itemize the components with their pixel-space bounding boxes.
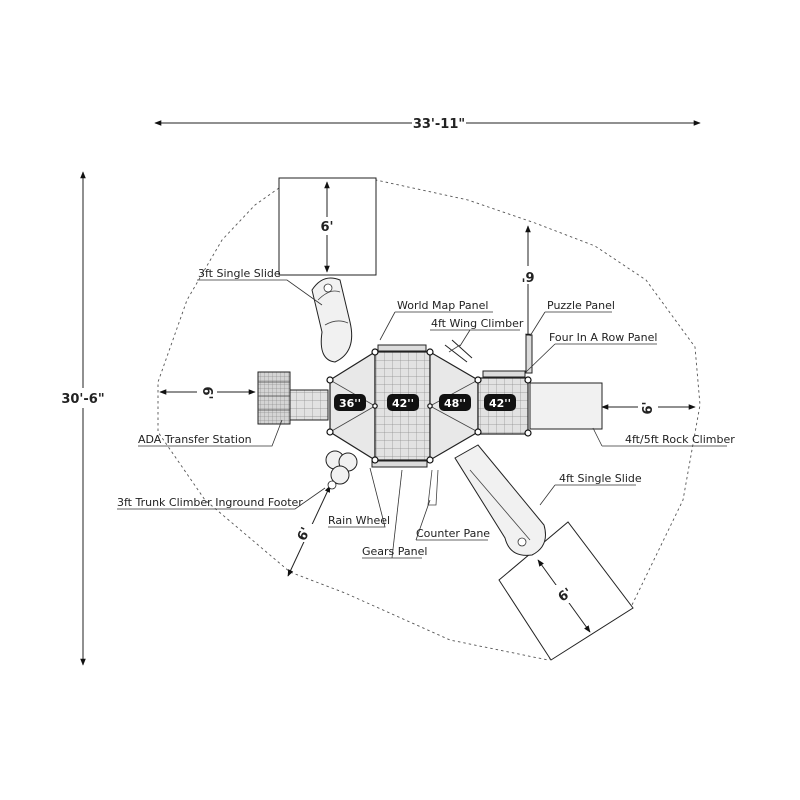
trunk-climber-shape: [325, 450, 358, 490]
slide-3ft-shape: [311, 277, 353, 363]
deck-height-badge-1: 36'': [334, 394, 366, 411]
leader-lines: [117, 279, 727, 559]
label-trunk-climber: 3ft Trunk Climber Inground Footer: [117, 496, 303, 509]
label-four-in-a-row-panel: Four In A Row Panel: [549, 331, 657, 344]
clearance-left-label: 6': [199, 386, 214, 399]
label-single-slide-3ft: 3ft Single Slide: [198, 267, 281, 280]
overall-depth-label: 30'-6": [61, 392, 104, 407]
puzzle-panel-shape: [525, 334, 533, 374]
clearance-right-top-dimension: 6': [518, 225, 538, 341]
clearance-bottom-left-dimension: 6': [287, 485, 331, 577]
deck-height-badge-2: 42'': [387, 394, 419, 411]
ada-transfer-station-shape: [257, 371, 329, 425]
top-slide-runout-zone: 6': [278, 177, 377, 276]
deck-height-3: 48'': [444, 397, 466, 410]
clearance-right-top-label: 6': [521, 268, 534, 283]
overall-depth-dimension: 30'-6": [52, 171, 114, 666]
label-wing-climber: 4ft Wing Climber: [431, 317, 524, 330]
clearance-right-dimension: 6': [601, 398, 696, 416]
label-world-map-panel: World Map Panel: [397, 299, 488, 312]
gears-panel-shape: [371, 460, 428, 468]
label-single-slide-4ft: 4ft Single Slide: [559, 472, 642, 485]
label-ada-transfer-station: ADA Transfer Station: [138, 433, 252, 446]
safety-zone-outline: [157, 179, 701, 661]
label-rain-wheel: Rain Wheel: [328, 514, 390, 527]
overall-width-label: 33'-11": [413, 117, 465, 132]
world-map-panel-shape: [377, 344, 427, 352]
deck-height-4: 42'': [489, 397, 511, 410]
deck-height-badge-3: 48'': [439, 394, 471, 411]
wing-climber-shape: [444, 339, 473, 363]
overall-width-dimension: 33'-11": [154, 114, 701, 132]
four-in-a-row-shape: [482, 370, 526, 378]
deck-posts: [326, 348, 532, 464]
deck-height-badge-4: 42'': [484, 394, 516, 411]
rock-climber-shape: [529, 382, 603, 430]
deck-height-1: 36'': [339, 397, 361, 410]
counter-pane-shape: [427, 469, 439, 506]
label-gears-panel: Gears Panel: [362, 545, 427, 558]
bottom-slide-runout-zone: 6': [498, 521, 634, 661]
label-puzzle-panel: Puzzle Panel: [547, 299, 615, 312]
clearance-top-label: 6': [320, 220, 333, 235]
clearance-bottom-left-label: 6': [295, 525, 314, 543]
slide-4ft-shape: [454, 444, 546, 556]
clearance-left-dimension: 6': [159, 383, 256, 401]
label-rock-climber: 4ft/5ft Rock Climber: [625, 433, 735, 446]
clearance-right-label: 6': [641, 401, 656, 414]
label-counter-pane: Counter Pane: [416, 527, 490, 540]
deck-height-2: 42'': [392, 397, 414, 410]
